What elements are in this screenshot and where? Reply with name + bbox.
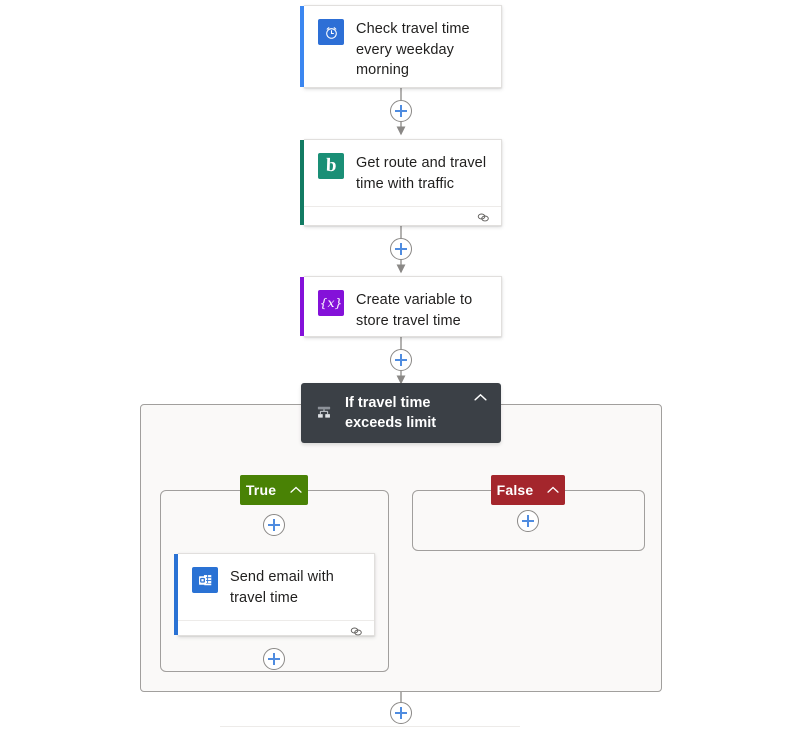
card-accent-bar <box>300 140 304 225</box>
condition-branch-icon <box>313 402 335 424</box>
trigger-card-title: Check travel time every weekday morning <box>356 21 470 78</box>
chevron-up-icon[interactable] <box>290 486 302 494</box>
branch-label-true[interactable]: True <box>240 475 308 505</box>
card-header: b Get route and travel time with traffic <box>304 140 501 206</box>
card-header: Check travel time every weekday morning <box>304 6 501 93</box>
bing-icon: b <box>318 153 344 179</box>
condition-node-if-travel-time[interactable]: If travel time exceeds limit <box>301 383 501 443</box>
card-accent-bar <box>300 6 304 87</box>
chevron-up-icon[interactable] <box>547 486 560 494</box>
branch-label-true-text: True <box>245 482 277 498</box>
action-card-send-email[interactable]: Send email with travel time <box>174 553 375 636</box>
add-step-false-branch[interactable] <box>517 510 539 532</box>
link-icon[interactable] <box>349 625 364 643</box>
card-accent-bar <box>174 554 178 635</box>
card-footer <box>304 206 501 233</box>
add-step-after-create-variable[interactable] <box>390 349 412 371</box>
branch-label-false[interactable]: False <box>491 475 565 505</box>
branch-label-false-text: False <box>496 482 534 498</box>
card-footer <box>178 620 374 647</box>
action-card-title: Send email with travel time <box>230 569 334 606</box>
add-step-after-bing-route[interactable] <box>390 238 412 260</box>
variable-icon: {x} <box>318 290 344 316</box>
canvas-bottom-divider <box>220 726 520 727</box>
outlook-icon <box>192 567 218 593</box>
action-card-title: Create variable to store travel time <box>356 292 473 329</box>
bing-icon-glyph: b <box>325 154 337 176</box>
condition-node-title: If travel time exceeds limit <box>345 395 437 431</box>
action-card-title: Get route and travel time with traffic <box>356 155 487 192</box>
link-icon[interactable] <box>476 211 491 229</box>
add-step-after-trigger[interactable] <box>390 100 412 122</box>
add-step-true-branch-bottom[interactable] <box>263 648 285 670</box>
variable-icon-glyph: {x} <box>319 294 343 310</box>
add-step-true-branch-top[interactable] <box>263 514 285 536</box>
clock-icon <box>318 19 344 45</box>
card-header: Send email with travel time <box>178 554 374 620</box>
card-header: {x} Create variable to store travel time <box>304 277 501 343</box>
trigger-card-check-travel-time[interactable]: Check travel time every weekday morning <box>300 5 502 88</box>
add-step-after-condition[interactable] <box>390 702 412 724</box>
card-accent-bar <box>300 277 304 336</box>
action-card-create-variable[interactable]: {x} Create variable to store travel time <box>300 276 502 337</box>
action-card-get-route[interactable]: b Get route and travel time with traffic <box>300 139 502 226</box>
chevron-up-icon[interactable] <box>474 393 487 402</box>
